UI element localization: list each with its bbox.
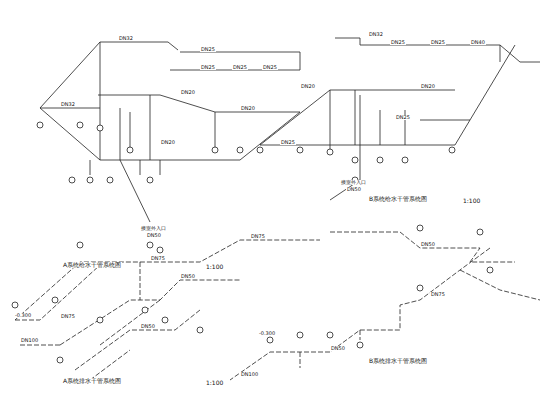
pipe-label: DN20 (300, 84, 316, 89)
pipe-label: DN25 (232, 65, 248, 70)
pipe-label: DN25 (200, 65, 216, 70)
pipe-label: DN75 (430, 292, 446, 297)
pipe-label: DN25 (200, 47, 216, 52)
pipe-label: DN20 (180, 90, 196, 95)
pipe-label: DN50 (180, 274, 196, 279)
pipe-label: DN25 (395, 115, 411, 120)
drawing-title: A系统排水干管系统图 (62, 378, 122, 384)
pipe-label: DN25 (390, 40, 406, 45)
pipe-label: DN32 (60, 102, 76, 107)
pipe-label: DN25 (280, 140, 296, 145)
pipe-label: DN50 (140, 324, 156, 329)
pipe-label: DN75 (60, 314, 76, 319)
pipe-label: 接室外入口 (340, 180, 367, 185)
pipe-label: -0.300 (14, 313, 32, 318)
pipe-label: DN50 (330, 346, 346, 351)
pipe-label: 接室外入口 (140, 226, 167, 231)
pipe-label: DN20 (240, 106, 256, 111)
pipe-label: DN32 (118, 36, 134, 41)
pipe-label: DN32 (368, 32, 384, 37)
pipe-label: DN25 (430, 40, 446, 45)
pipe-label: DN50 (420, 242, 436, 247)
pipe-label: DN100 (20, 338, 39, 343)
scale-note: 1:100 (462, 198, 481, 204)
drawing-title: B系统排水干管系统图 (368, 358, 428, 364)
pipe-label: DN75 (250, 234, 266, 239)
pipe-label: DN75 (150, 256, 166, 261)
pipe-label: DN50 (146, 233, 162, 238)
pipe-label: DN20 (160, 140, 176, 145)
pipe-label: DN40 (470, 40, 486, 45)
pipe-label: DN20 (420, 84, 436, 89)
drawing-title: A系统给水干管系统图 (62, 262, 122, 268)
pipe-label: DN25 (262, 65, 278, 70)
pipe-label: DN50 (346, 187, 362, 192)
pipe-label: DN100 (240, 372, 259, 377)
scale-note: 1:100 (205, 264, 224, 270)
drawing-title: B系统给水干管系统图 (368, 196, 428, 202)
scale-note: 1:100 (205, 380, 224, 386)
pipe-label: -0.300 (258, 331, 276, 336)
